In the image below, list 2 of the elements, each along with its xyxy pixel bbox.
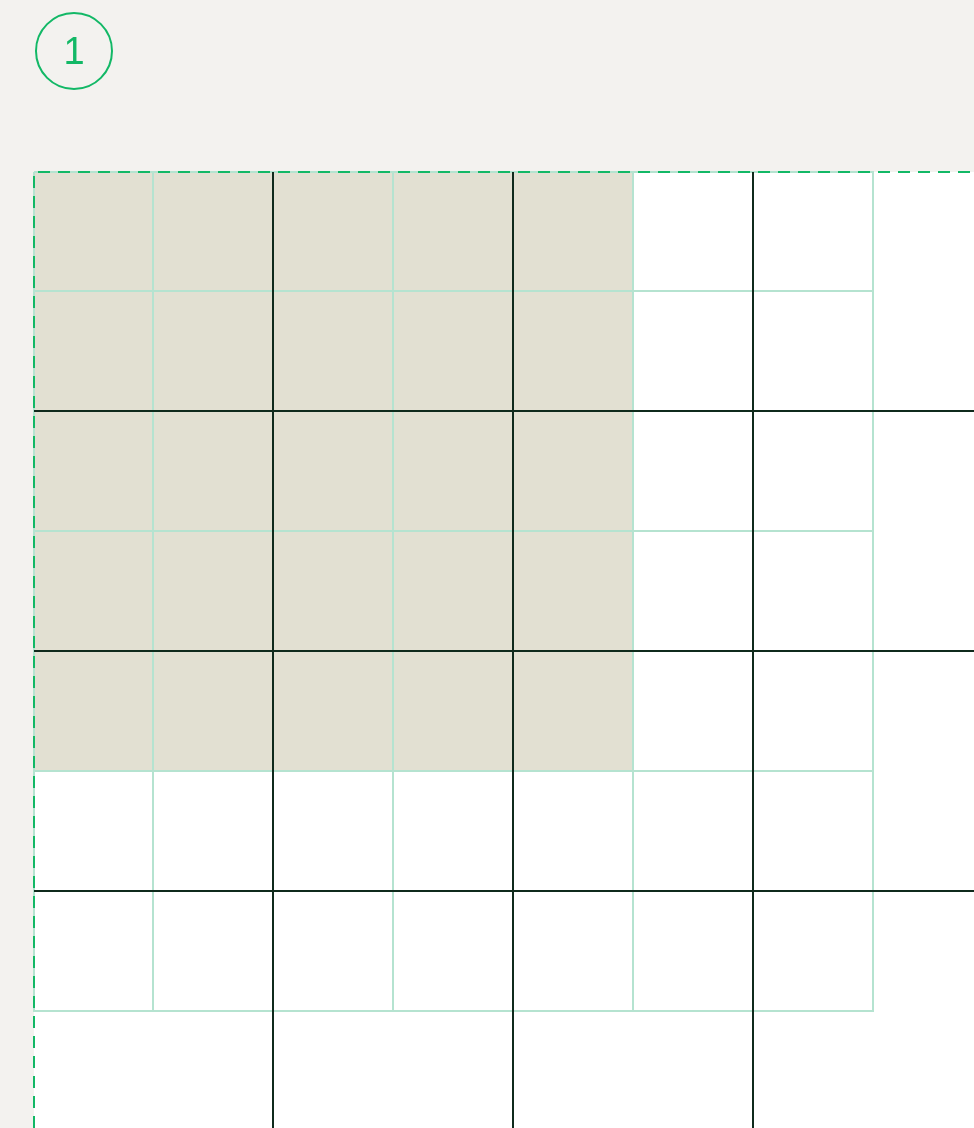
step-number: 1 xyxy=(63,32,85,70)
step-circle xyxy=(35,12,113,90)
